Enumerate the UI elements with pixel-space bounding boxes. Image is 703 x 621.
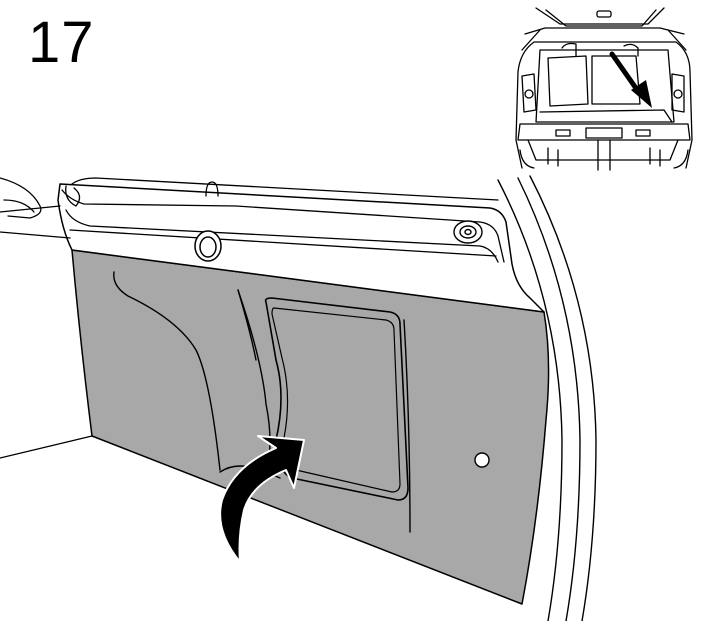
- vehicle-rear-inset: [515, 7, 693, 171]
- floor-edge: [0, 435, 93, 459]
- round-fastener: [453, 220, 483, 244]
- curved-arrow-icon: [219, 435, 305, 563]
- upper-rail: [57, 183, 545, 313]
- step-number: 17: [28, 10, 95, 75]
- tie-down-loop: [194, 230, 222, 262]
- panel-contour: [113, 271, 221, 471]
- pointer-arrow-icon: [609, 51, 652, 108]
- tailgate-opening-edge: [497, 175, 597, 621]
- seat-edge: [0, 177, 61, 219]
- panel-hole: [474, 452, 490, 468]
